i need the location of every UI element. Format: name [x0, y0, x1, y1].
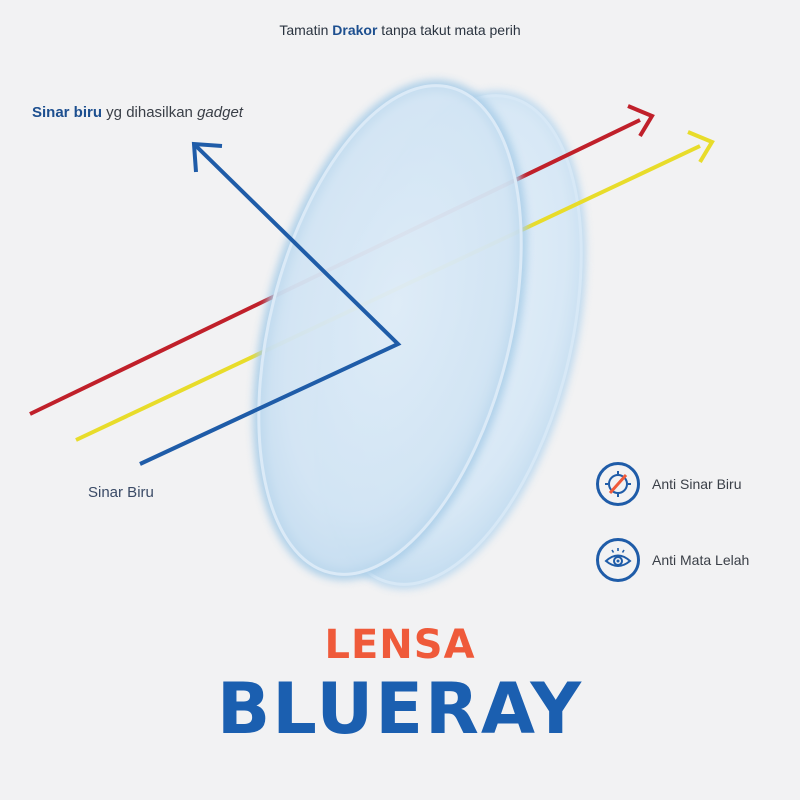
- feature-anti-blue-light: Anti Sinar Biru: [596, 462, 741, 506]
- brand-line-2: BLUERAY: [216, 668, 584, 750]
- tagline: Tamatin Drakor tanpa takut mata perih: [0, 22, 800, 38]
- caption-bold: Sinar biru: [32, 104, 103, 121]
- yellow-ray-arrowhead: [687, 130, 715, 164]
- red-ray-arrowhead: [627, 104, 655, 138]
- feature-label: Anti Mata Lelah: [652, 552, 750, 568]
- tagline-highlight: Drakor: [332, 22, 378, 38]
- feature-anti-eye-fatigue: Anti Mata Lelah: [596, 538, 749, 582]
- caption-italic: gadget: [197, 104, 243, 121]
- blue-ray: [139, 142, 402, 466]
- feature-label: Anti Sinar Biru: [652, 476, 742, 492]
- lens-front: [252, 79, 528, 581]
- blue-ray-arrowhead: [191, 141, 223, 173]
- no-blue-light-icon: [596, 462, 640, 506]
- brand-line-1: LENSA: [324, 622, 476, 668]
- eye-icon: [596, 538, 640, 582]
- incoming-ray-label: Sinar Biru: [88, 484, 154, 501]
- caption-middle: yg dihasilkan: [102, 104, 198, 121]
- tagline-prefix: Tamatin: [279, 22, 333, 38]
- tagline-suffix: tanpa takut mata perih: [377, 22, 521, 38]
- ray-caption: Sinar biru yg dihasilkan gadget: [32, 104, 243, 121]
